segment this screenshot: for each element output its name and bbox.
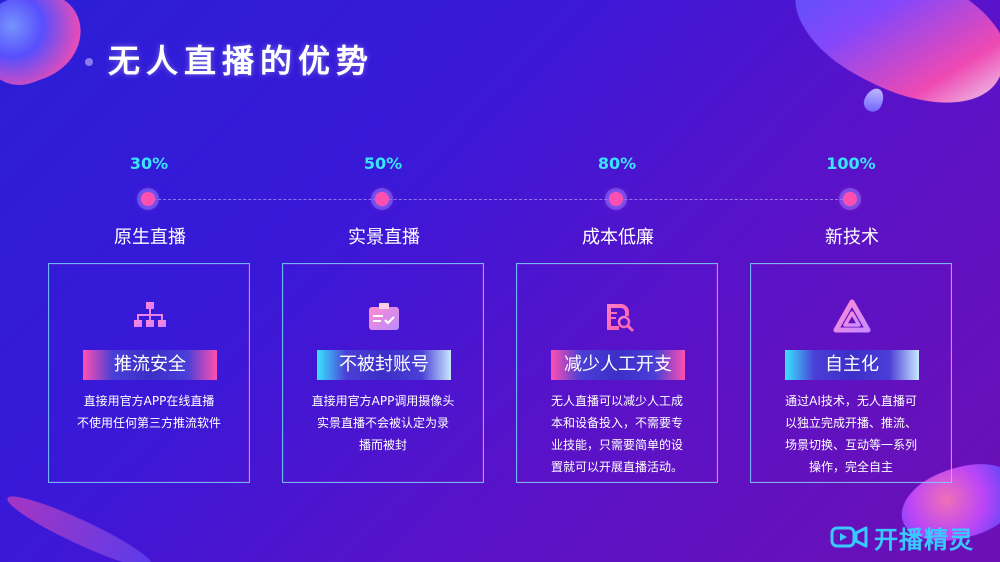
search-document-icon <box>607 304 635 333</box>
card-description: 直接用官方APP调用摄像头 实景直播不会被认定为录 播而被封 <box>311 394 455 452</box>
card-label: 减少人工开支 <box>551 350 685 380</box>
milestone-dot <box>375 192 389 206</box>
milestone-dot <box>843 192 857 206</box>
card-label: 不被封账号 <box>317 350 451 380</box>
feature-card: 自主化 通过AI技术，无人直播可 以独立完成开播、推流、 场景切换、互动等一系列… <box>750 263 952 483</box>
milestone-percent: 100% <box>826 154 876 173</box>
card-description: 通过AI技术，无人直播可 以独立完成开播、推流、 场景切换、互动等一系列 操作，… <box>784 394 917 474</box>
milestone-percent: 80% <box>597 154 637 173</box>
milestone-stage: 实景直播 <box>348 227 420 248</box>
card-label: 推流安全 <box>83 350 217 380</box>
card-label: 自主化 <box>785 350 919 380</box>
milestone-percent: 50% <box>363 154 403 173</box>
milestone-stage: 新技术 <box>825 227 879 248</box>
video-camera-icon <box>830 526 868 548</box>
decor-blob <box>774 0 1000 135</box>
feature-card: 不被封账号 直接用官方APP调用摄像头 实景直播不会被认定为录 播而被封 <box>282 263 484 483</box>
milestone-dot <box>609 192 623 206</box>
milestone-stage: 原生直播 <box>114 227 186 248</box>
brand-name: 开播精灵 <box>874 525 974 554</box>
card-description: 直接用官方APP在线直播 不使用任何第三方推流软件 <box>76 394 221 430</box>
decor-blob <box>860 85 888 115</box>
decor-blob <box>0 0 94 95</box>
brand-logo: 开播精灵 <box>830 522 974 554</box>
timeline-line <box>148 199 853 200</box>
hierarchy-icon <box>134 302 166 327</box>
id-card-check-icon <box>369 303 399 330</box>
feature-card: 减少人工开支 无人直播可以减少人工成 本和设备投入，不需要专 业技能，只需要简单… <box>516 263 718 483</box>
milestone-stage: 成本低廉 <box>582 227 654 248</box>
milestone-percent: 30% <box>129 154 169 173</box>
milestone-dot <box>141 192 155 206</box>
decor-blob <box>2 487 158 562</box>
card-description: 无人直播可以减少人工成 本和设备投入，不需要专 业技能，只需要简单的设 置就可以… <box>550 394 683 474</box>
decor-blob <box>85 58 93 66</box>
triangle-logo-icon <box>833 299 871 333</box>
feature-card: 推流安全 直接用官方APP在线直播 不使用任何第三方推流软件 <box>48 263 250 483</box>
slide-title: 无人直播的优势 <box>108 42 375 80</box>
